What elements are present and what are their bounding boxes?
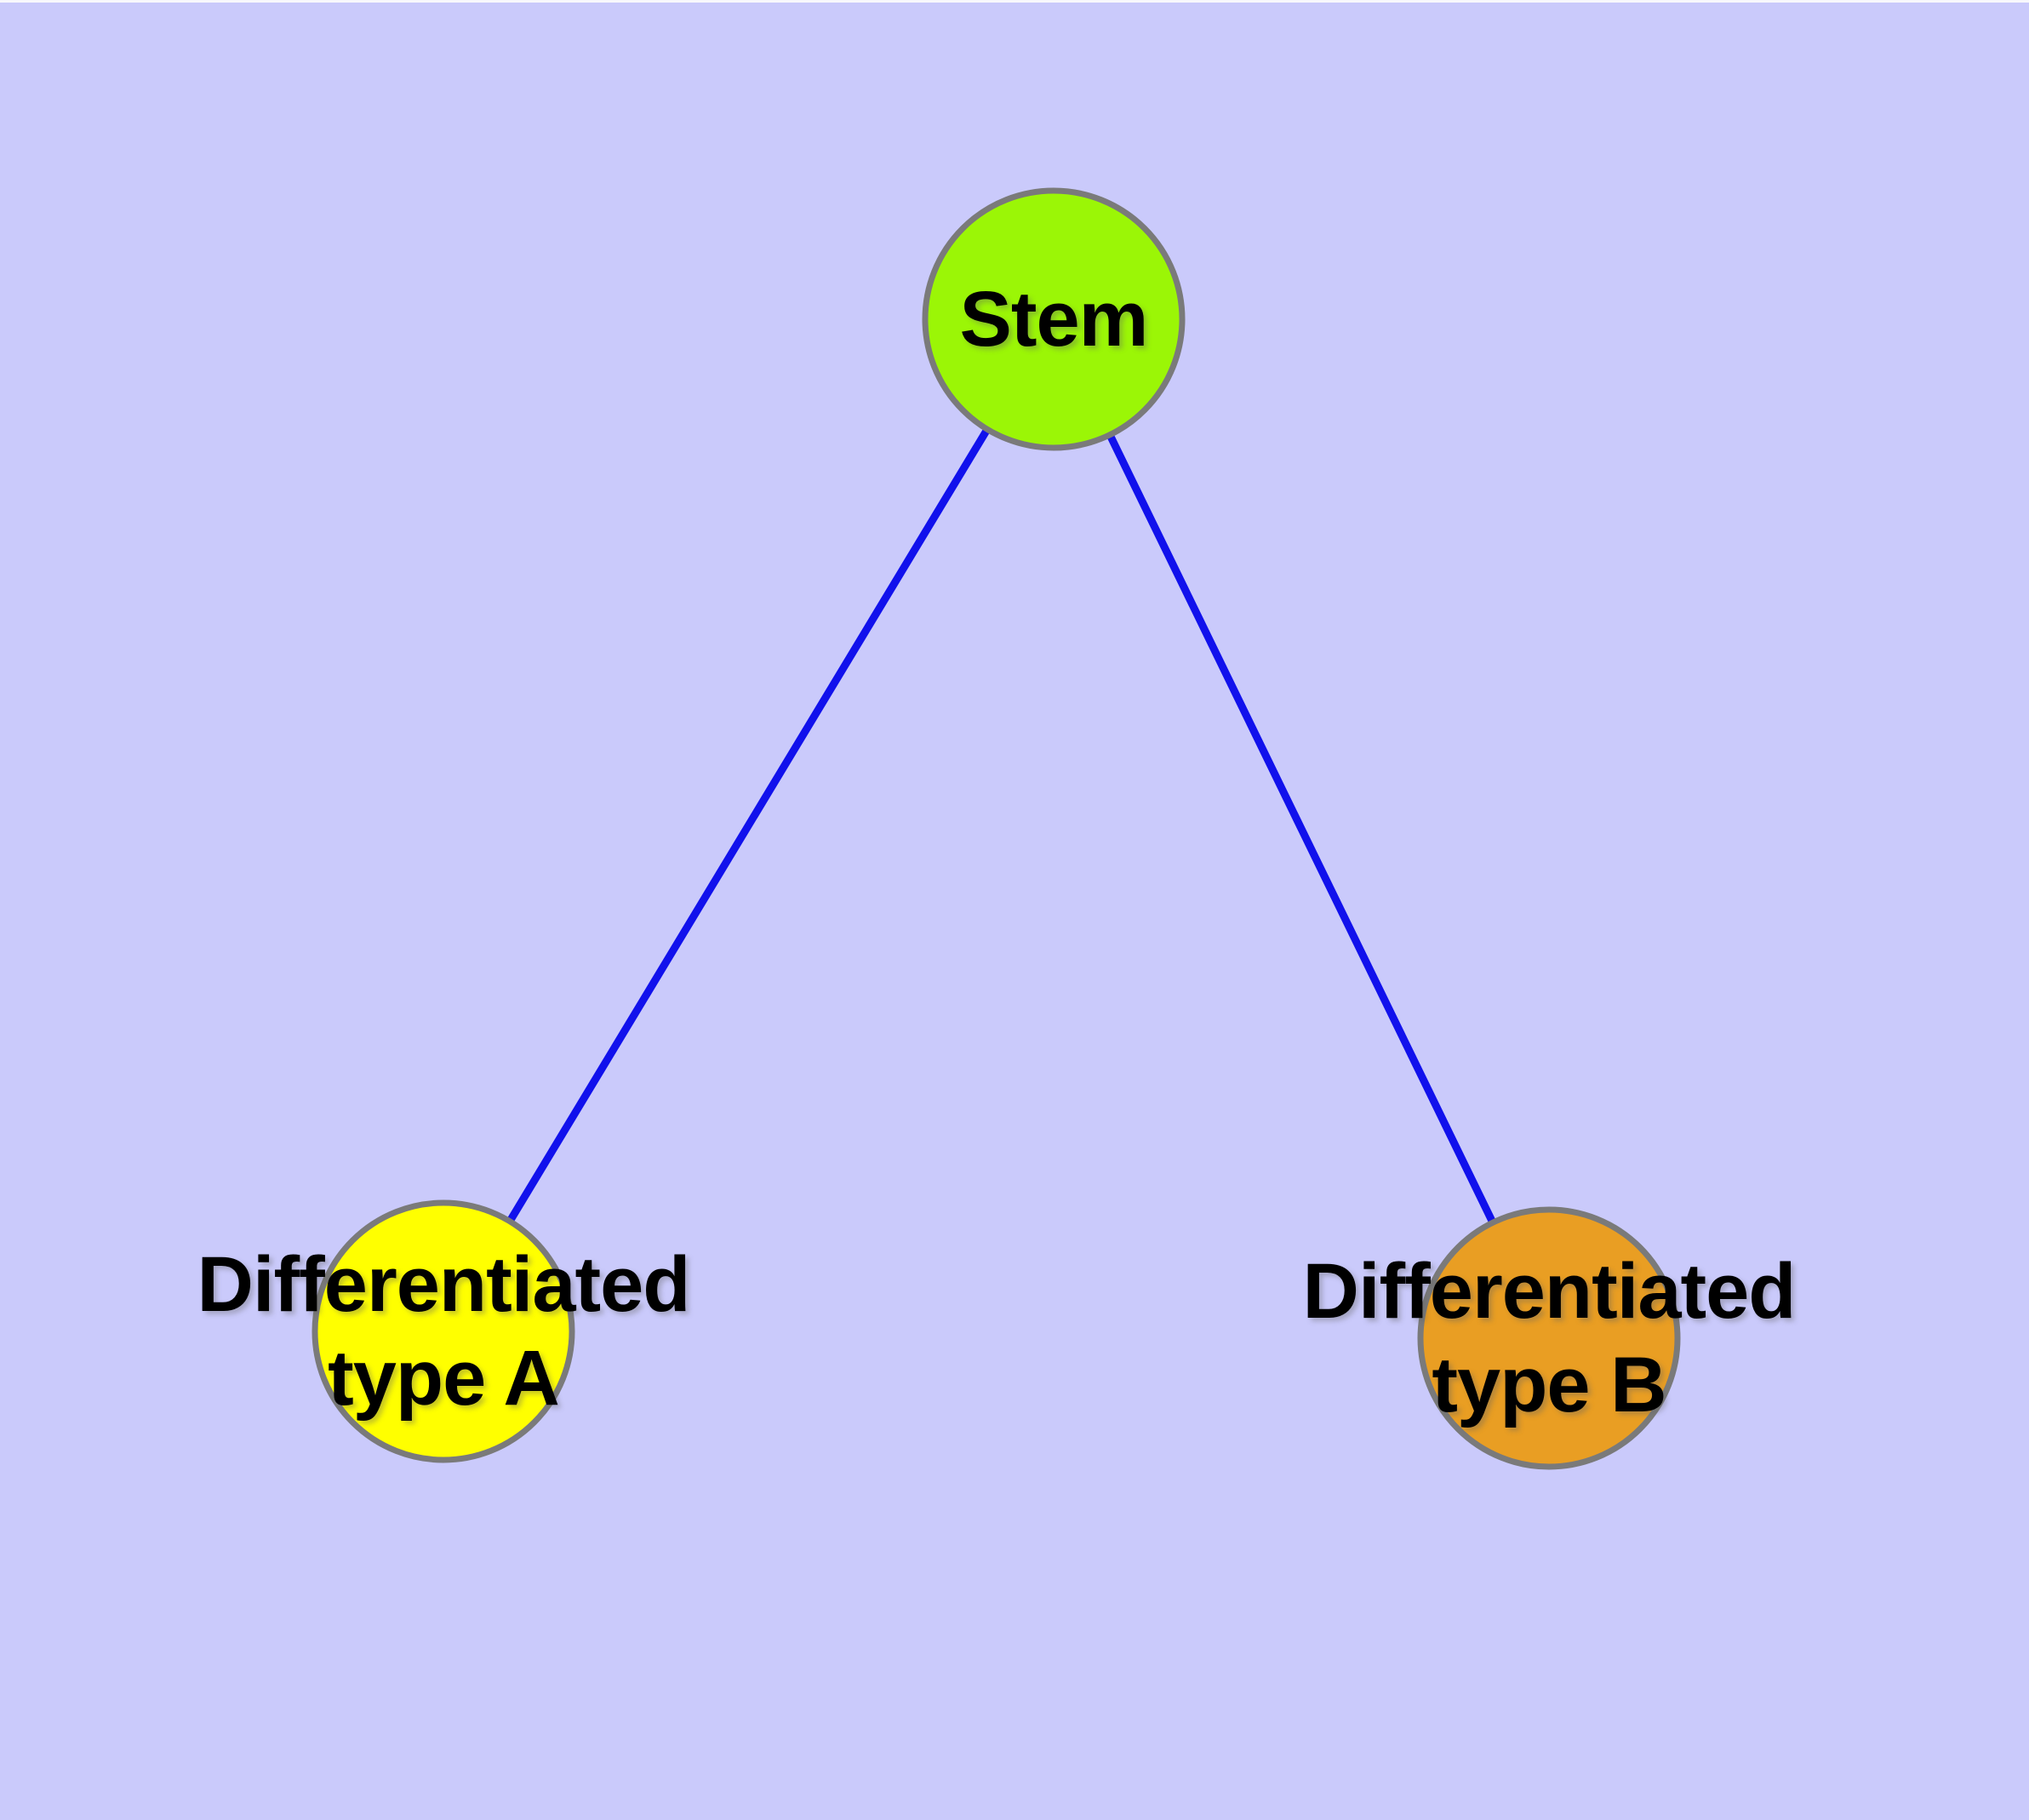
node-type-b-circle (1417, 1206, 1681, 1470)
node-stem-circle (922, 187, 1186, 451)
edge-stem-to-type-a (440, 317, 1057, 1334)
top-edge-highlight (0, 0, 2029, 3)
edge-stem-to-type-b (1049, 318, 1553, 1340)
node-type-a-circle (311, 1199, 575, 1463)
